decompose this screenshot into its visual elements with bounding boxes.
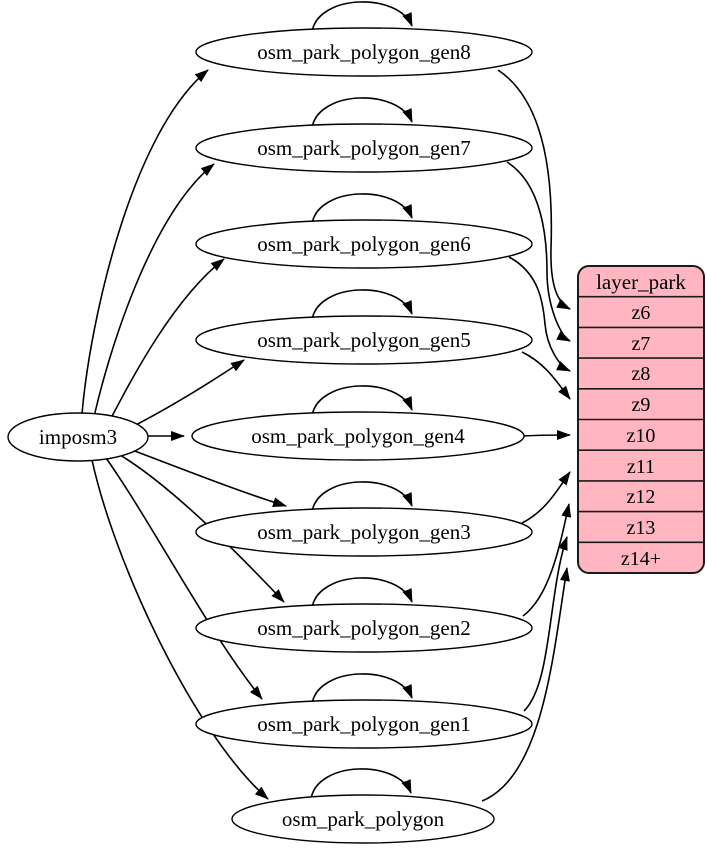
layer-park-table: layer_park z6 z7 z8 z9 z10 z11 z12 z13 z… bbox=[577, 265, 705, 574]
layer-park-row-z12: z12 bbox=[627, 486, 656, 508]
gen3-ellipse bbox=[195, 507, 533, 557]
gen8-ellipse bbox=[195, 27, 533, 77]
edges-to-layer-park bbox=[481, 69, 572, 802]
edge-imposm3-to-gen6 bbox=[108, 258, 225, 423]
layer-park-row-z7: z7 bbox=[632, 333, 651, 355]
node-osm-park-polygon: osm_park_polygon bbox=[231, 794, 495, 844]
node-osm-park-polygon-gen7: osm_park_polygon_gen7 bbox=[195, 123, 533, 173]
layer-park-row-dividers bbox=[578, 295, 704, 544]
polygon-label: osm_park_polygon bbox=[282, 807, 445, 831]
edge-imposm3-to-gen3 bbox=[131, 449, 287, 507]
edge-gen3-to-z11 bbox=[521, 471, 571, 524]
edge-imposm3-to-gen8 bbox=[81, 69, 209, 415]
imposm3-label: imposm3 bbox=[39, 425, 117, 449]
layer-park-row-z9: z9 bbox=[632, 394, 651, 416]
self-loop-polygon bbox=[310, 768, 412, 800]
layer-park-row-z10: z10 bbox=[627, 425, 656, 447]
node-osm-park-polygon-gen8: osm_park_polygon_gen8 bbox=[195, 27, 533, 77]
self-loop-edges bbox=[310, 1, 413, 800]
self-loop-gen1 bbox=[311, 673, 413, 705]
layer-park-row-z14: z14+ bbox=[621, 548, 661, 570]
edge-imposm3-to-gen2 bbox=[119, 454, 285, 603]
layer-park-header: layer_park bbox=[596, 270, 686, 294]
node-osm-park-polygon-gen5: osm_park_polygon_gen5 bbox=[195, 315, 533, 365]
node-osm-park-polygon-gen6: osm_park_polygon_gen6 bbox=[195, 219, 533, 269]
node-osm-park-polygon-gen4: osm_park_polygon_gen4 bbox=[191, 411, 525, 461]
self-loop-gen8 bbox=[311, 1, 413, 33]
edge-polygon-to-z14 bbox=[481, 567, 570, 802]
gen6-label: osm_park_polygon_gen6 bbox=[257, 232, 470, 256]
edge-imposm3-to-polygon bbox=[91, 459, 269, 800]
gen6-ellipse bbox=[195, 219, 533, 269]
gen4-label: osm_park_polygon_gen4 bbox=[251, 424, 465, 448]
layer-park-row-z11: z11 bbox=[627, 456, 655, 478]
edge-imposm3-to-gen1 bbox=[105, 457, 263, 700]
node-osm-park-polygon-gen3: osm_park_polygon_gen3 bbox=[195, 507, 533, 557]
layer-park-row-z13: z13 bbox=[627, 517, 656, 539]
self-loop-gen3 bbox=[311, 481, 413, 513]
gen1-ellipse bbox=[195, 699, 533, 749]
edges-from-imposm3 bbox=[81, 69, 287, 800]
edge-gen7-to-z7 bbox=[506, 161, 571, 342]
gen5-ellipse bbox=[195, 315, 533, 365]
edge-gen5-to-z9 bbox=[521, 351, 571, 400]
edge-gen8-to-z6 bbox=[497, 69, 571, 310]
gen8-label: osm_park_polygon_gen8 bbox=[257, 40, 470, 64]
node-osm-park-polygon-gen1: osm_park_polygon_gen1 bbox=[195, 699, 533, 749]
edge-imposm3-to-gen5 bbox=[129, 359, 245, 429]
gen7-ellipse bbox=[195, 123, 533, 173]
self-loop-gen2 bbox=[311, 577, 413, 609]
gen7-label: osm_park_polygon_gen7 bbox=[257, 136, 470, 160]
edge-gen1-to-z13 bbox=[523, 536, 568, 712]
layer-park-row-z8: z8 bbox=[632, 363, 651, 385]
edge-imposm3-to-gen7 bbox=[93, 163, 215, 418]
gen2-ellipse bbox=[195, 603, 533, 653]
gen4-ellipse bbox=[191, 411, 525, 461]
node-imposm3: imposm3 bbox=[7, 412, 149, 462]
edge-gen2-to-z12 bbox=[522, 503, 572, 617]
self-loop-gen5 bbox=[311, 289, 413, 321]
gen3-label: osm_park_polygon_gen3 bbox=[257, 520, 470, 544]
layer-park-row-z6: z6 bbox=[632, 302, 651, 324]
self-loop-gen7 bbox=[311, 97, 413, 129]
gen2-label: osm_park_polygon_gen2 bbox=[257, 616, 470, 640]
self-loop-gen6 bbox=[311, 193, 413, 225]
gen1-label: osm_park_polygon_gen1 bbox=[257, 712, 470, 736]
edge-gen6-to-z8 bbox=[508, 256, 571, 372]
node-osm-park-polygon-gen2: osm_park_polygon_gen2 bbox=[195, 603, 533, 653]
polygon-ellipse bbox=[231, 794, 495, 844]
gen5-label: osm_park_polygon_gen5 bbox=[257, 328, 470, 352]
imposm3-ellipse bbox=[7, 412, 149, 462]
edge-gen4-to-z10 bbox=[523, 430, 571, 441]
self-loop-gen4 bbox=[311, 385, 413, 417]
